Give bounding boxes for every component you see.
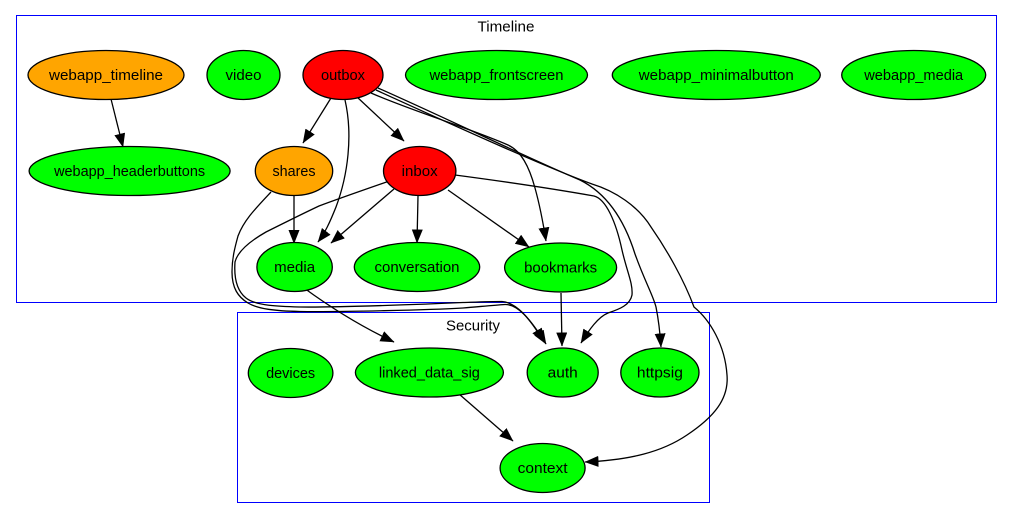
svg-text:auth: auth (548, 365, 578, 382)
svg-text:shares: shares (273, 163, 316, 180)
svg-text:Timeline: Timeline (478, 19, 535, 36)
svg-text:context: context (518, 460, 569, 477)
svg-text:video: video (226, 67, 262, 84)
svg-text:media: media (274, 259, 316, 276)
svg-text:outbox: outbox (321, 67, 365, 84)
svg-text:inbox: inbox (402, 163, 439, 180)
svg-text:webapp_media: webapp_media (863, 67, 964, 84)
svg-text:devices: devices (266, 365, 315, 382)
svg-text:httpsig: httpsig (637, 365, 683, 382)
svg-text:webapp_headerbuttons: webapp_headerbuttons (53, 163, 205, 180)
svg-text:Security: Security (446, 318, 500, 335)
svg-text:webapp_frontscreen: webapp_frontscreen (429, 67, 564, 84)
svg-text:bookmarks: bookmarks (524, 260, 597, 277)
svg-text:conversation: conversation (375, 259, 460, 276)
svg-text:webapp_minimalbutton: webapp_minimalbutton (638, 67, 794, 84)
svg-text:webapp_timeline: webapp_timeline (48, 67, 163, 84)
svg-text:linked_data_sig: linked_data_sig (379, 365, 480, 382)
